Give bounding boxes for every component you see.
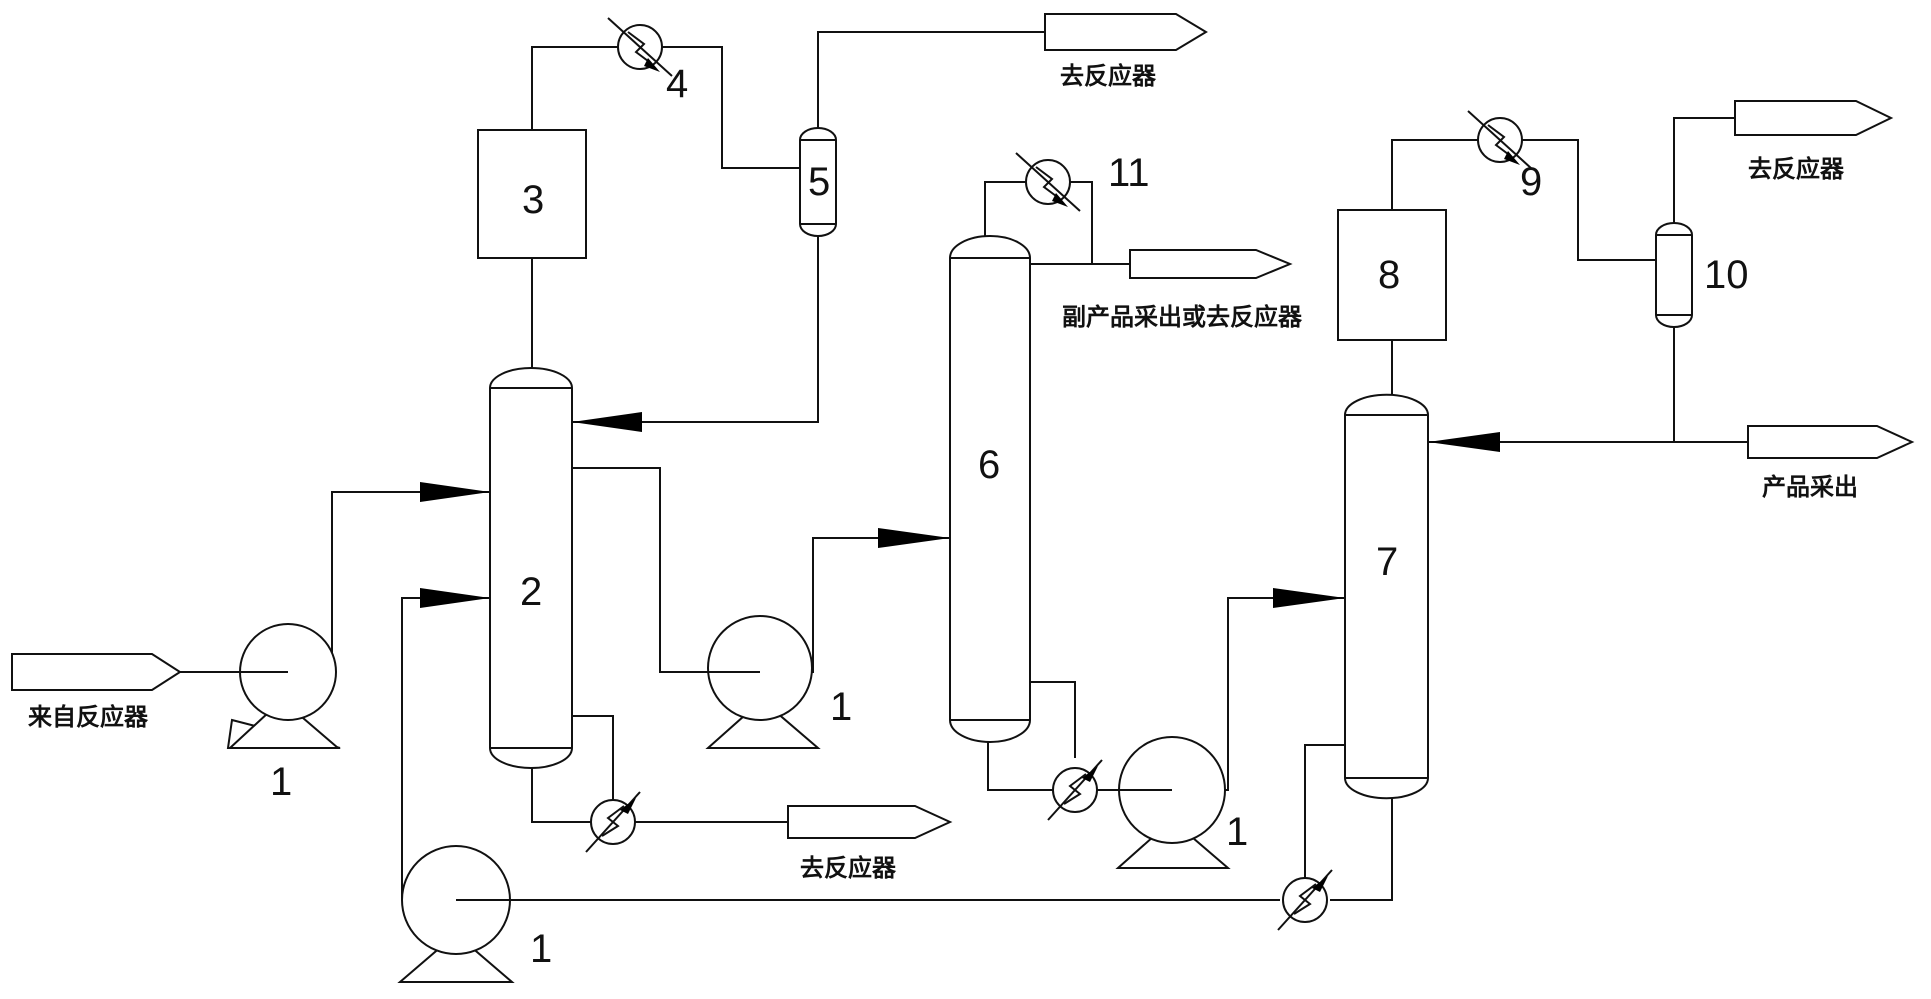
pump-c[interactable] xyxy=(1118,737,1228,868)
outlet-to-reactor-top xyxy=(1045,14,1206,50)
label-drum-10: 10 xyxy=(1704,253,1749,297)
label-pump-b: 1 xyxy=(830,685,852,729)
outlet-product xyxy=(1748,426,1912,458)
label-pump-d: 1 xyxy=(530,927,552,971)
inlet-from-reactor xyxy=(12,654,180,690)
label-box-8: 8 xyxy=(1378,253,1400,297)
label-drum-5: 5 xyxy=(808,160,830,204)
label-to-reactor-top: 去反应器 xyxy=(1060,62,1157,90)
label-hx-4: 4 xyxy=(666,62,688,106)
heat-exchanger-col2-bottom[interactable] xyxy=(586,792,640,852)
arrow-feed-lower xyxy=(420,588,490,608)
label-hx-11: 11 xyxy=(1108,151,1150,195)
arrow-feed-upper xyxy=(420,482,490,502)
outlet-to-reactor-right xyxy=(1735,101,1891,135)
pump-b[interactable] xyxy=(660,616,818,748)
label-from-reactor: 来自反应器 xyxy=(28,703,149,731)
heat-exchanger-col7-bottom[interactable] xyxy=(1278,870,1332,930)
heat-exchanger-4[interactable] xyxy=(608,18,672,76)
pump-a[interactable] xyxy=(180,624,340,748)
label-box-3: 3 xyxy=(522,178,544,222)
heat-exchanger-col6-bottom[interactable] xyxy=(1048,760,1102,820)
label-byproduct: 副产品采出或去反应器 xyxy=(1062,303,1303,331)
column-6[interactable] xyxy=(950,236,1030,742)
label-column-2: 2 xyxy=(520,570,542,614)
label-hx-9: 9 xyxy=(1520,160,1542,204)
drum-10[interactable] xyxy=(1656,223,1692,327)
label-column-7: 7 xyxy=(1376,540,1398,584)
outlet-to-reactor-bottom xyxy=(788,806,950,838)
column-7[interactable] xyxy=(1345,395,1428,798)
pump-d[interactable] xyxy=(400,846,530,982)
label-product: 产品采出 xyxy=(1762,473,1858,501)
outlet-byproduct xyxy=(1130,250,1290,278)
arrow-reflux-7 xyxy=(1428,432,1500,452)
heat-exchanger-11[interactable] xyxy=(1016,153,1080,211)
arrow-reflux-2 xyxy=(572,412,642,432)
label-column-6: 6 xyxy=(978,443,1000,487)
arrow-feed-6 xyxy=(878,528,950,548)
arrow-feed-7 xyxy=(1273,588,1345,608)
label-to-reactor-bottom: 去反应器 xyxy=(800,854,897,882)
stream-labels: 来自反应器 去反应器 去反应器 副产品采出或去反应器 去反应器 产品采出 xyxy=(28,62,1858,882)
column-2[interactable] xyxy=(490,368,572,768)
label-pump-c: 1 xyxy=(1226,810,1248,854)
label-pump-a: 1 xyxy=(270,760,292,804)
label-to-reactor-right: 去反应器 xyxy=(1748,155,1845,183)
